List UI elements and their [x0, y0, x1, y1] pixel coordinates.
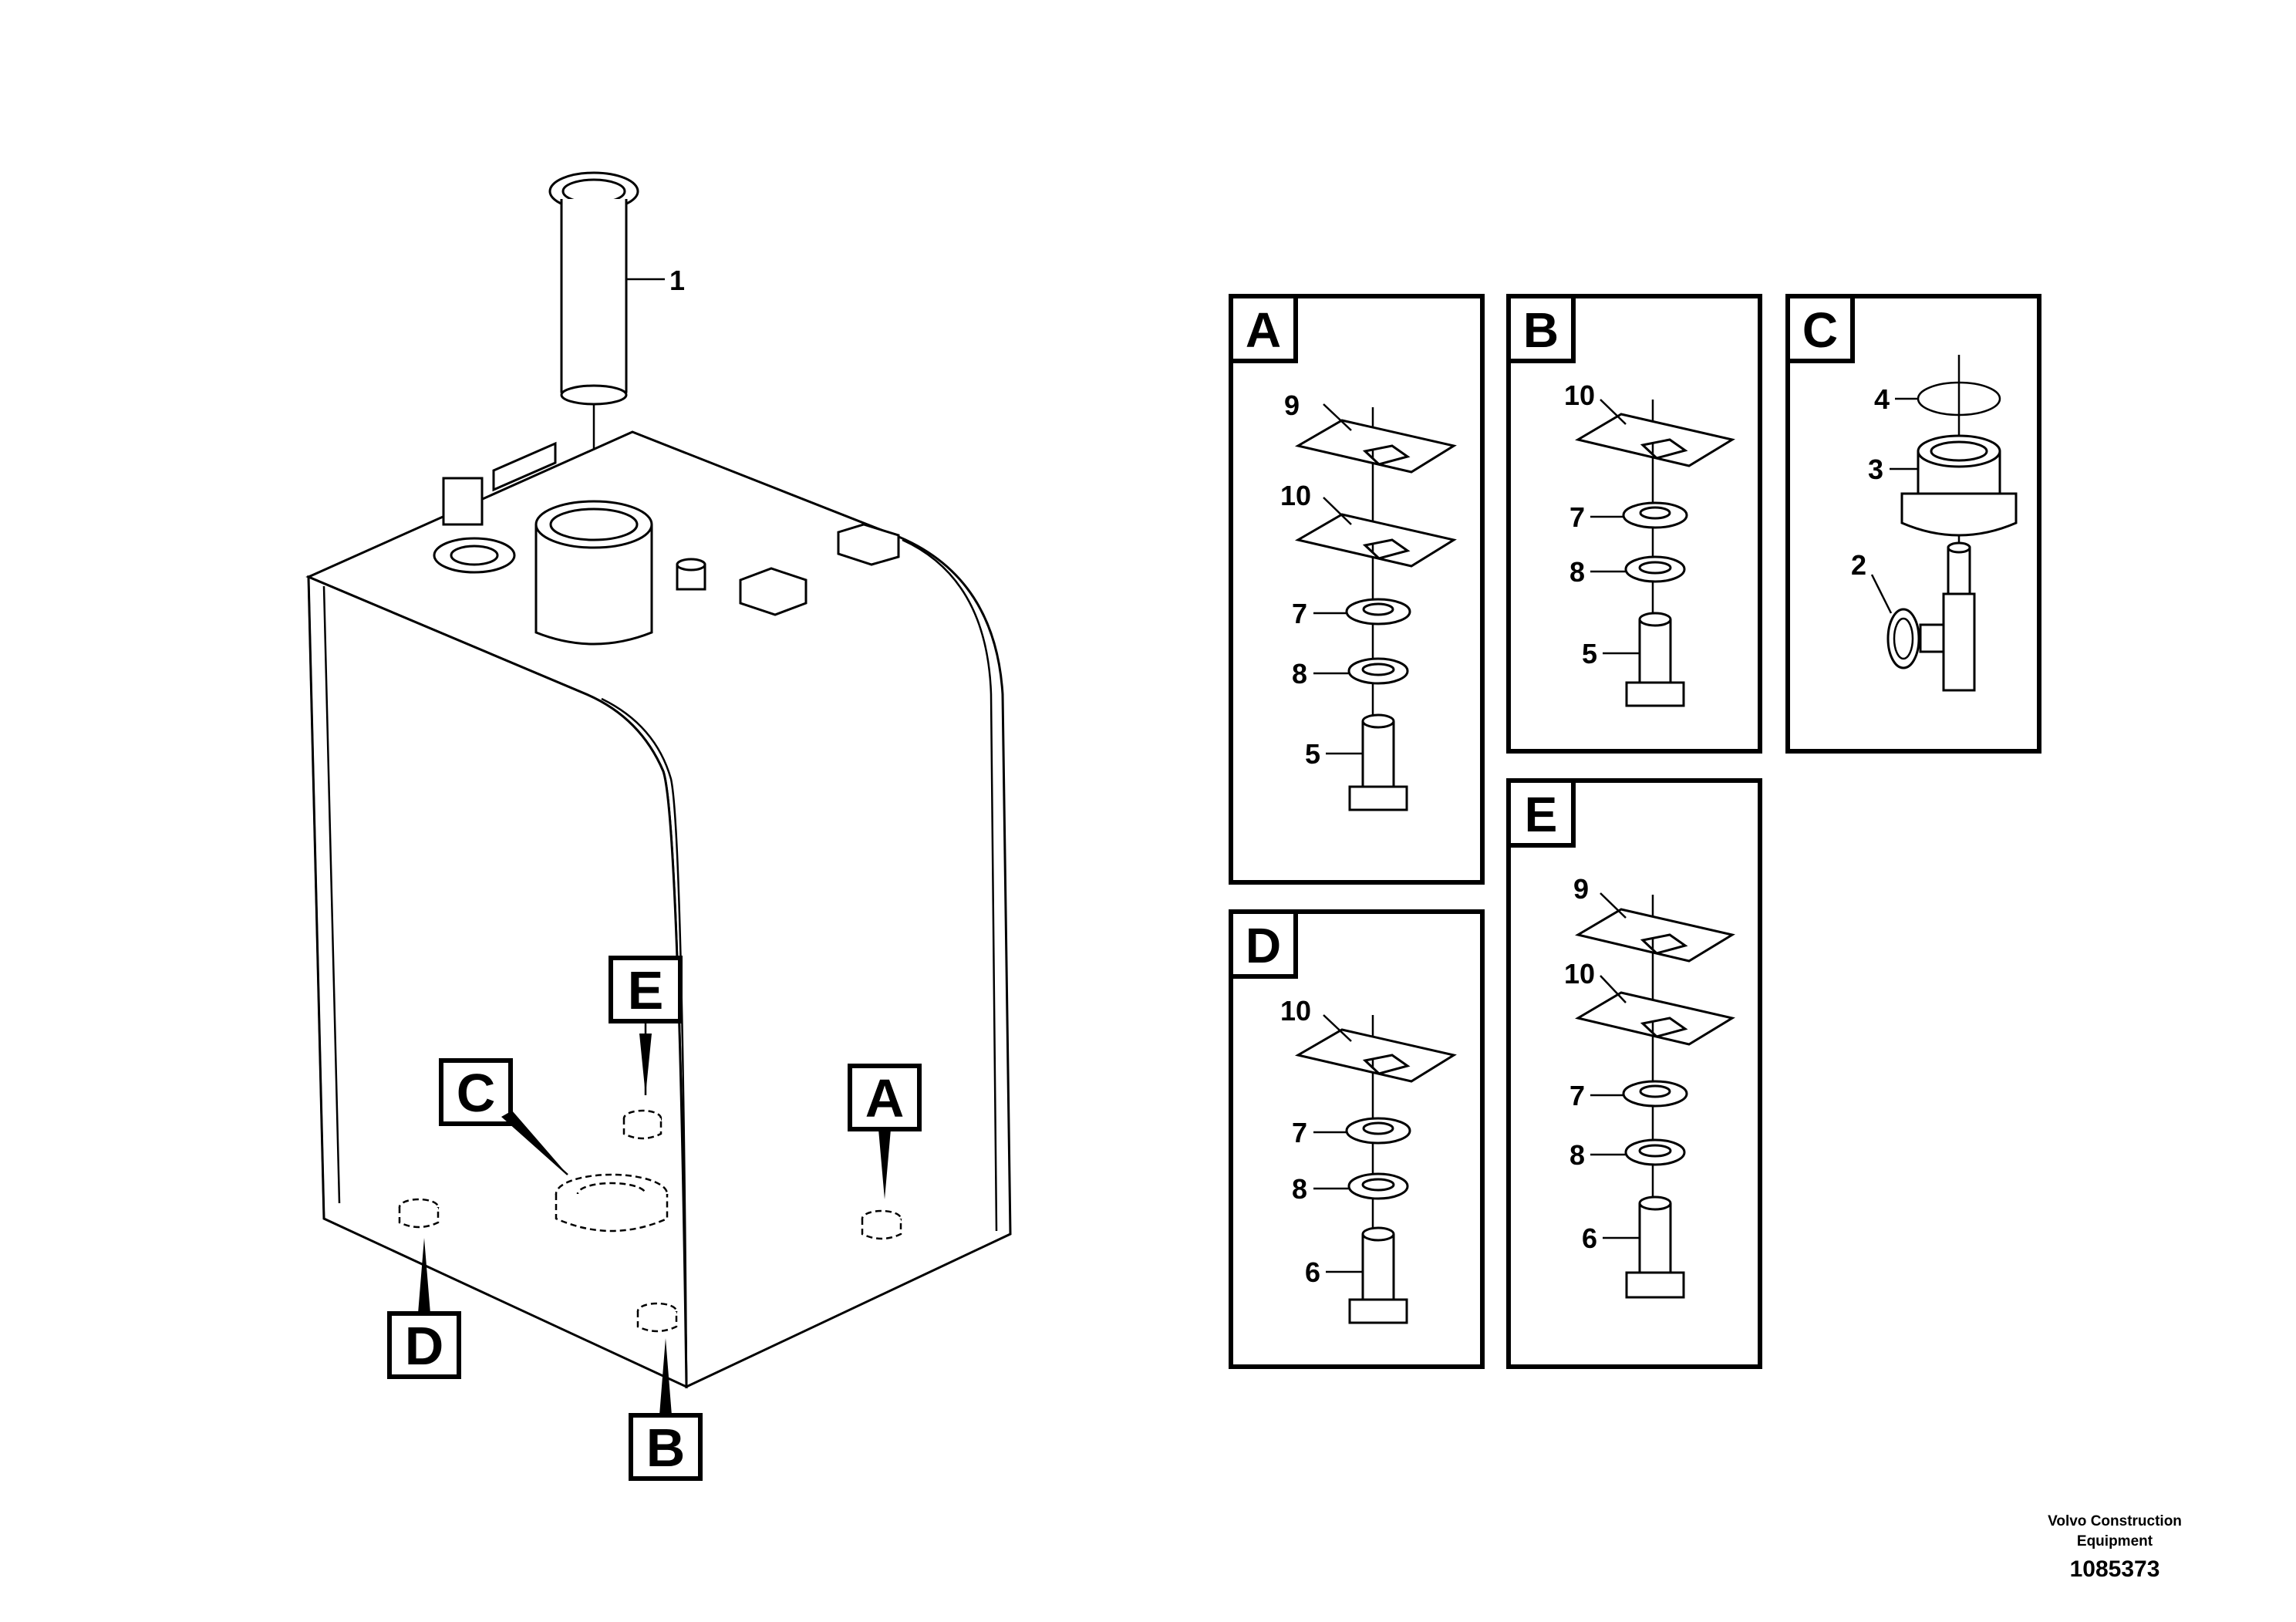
washer-7[interactable] [1345, 598, 1411, 626]
svg-text:5: 5 [1305, 738, 1320, 770]
svg-text:5: 5 [1582, 638, 1597, 669]
svg-text:4: 4 [1874, 383, 1890, 415]
svg-text:6: 6 [1582, 1222, 1597, 1254]
bolt-5[interactable] [1348, 713, 1408, 811]
svg-text:D: D [1246, 918, 1281, 973]
svg-text:7: 7 [1292, 1117, 1307, 1148]
svg-text:B: B [1523, 302, 1559, 358]
bolt-6[interactable] [1348, 1226, 1408, 1324]
adapter-3[interactable] [1900, 434, 2018, 537]
svg-text:10: 10 [1564, 379, 1595, 411]
svg-text:9: 9 [1573, 873, 1589, 905]
shim-9[interactable] [1294, 419, 1457, 474]
washer-7[interactable] [1622, 1080, 1688, 1108]
svg-text:8: 8 [1569, 556, 1585, 588]
label-part-1: 1 [669, 265, 685, 296]
callout-e[interactable]: E [609, 956, 683, 1095]
bolt-5[interactable] [1625, 612, 1685, 707]
svg-text:E: E [628, 960, 664, 1020]
svg-text:E: E [1525, 787, 1558, 842]
svg-text:8: 8 [1569, 1139, 1585, 1171]
callout-d[interactable]: D [387, 1238, 461, 1379]
svg-text:8: 8 [1292, 1173, 1307, 1205]
company-name: Volvo Construction Equipment [2048, 1513, 2182, 1549]
svg-text:7: 7 [1292, 598, 1307, 629]
svg-text:10: 10 [1280, 480, 1311, 511]
svg-text:3: 3 [1868, 454, 1883, 485]
detail-c: C 4 3 2 [1785, 294, 2041, 754]
washer-7[interactable] [1345, 1117, 1411, 1145]
washer-8[interactable] [1624, 1138, 1686, 1166]
callout-c[interactable]: C [439, 1058, 568, 1175]
fitting-a[interactable] [861, 1209, 902, 1240]
washer-7[interactable] [1622, 501, 1688, 529]
fitting-b[interactable] [636, 1302, 678, 1333]
detail-d: D 10 7 8 6 [1229, 909, 1485, 1369]
svg-text:10: 10 [1280, 995, 1311, 1027]
drawing-number: 1085373 [2069, 1556, 2160, 1582]
shim-10[interactable] [1575, 413, 1735, 467]
svg-text:10: 10 [1564, 958, 1595, 990]
shim-10[interactable] [1575, 991, 1735, 1046]
svg-text:A: A [1246, 302, 1281, 358]
bolt-6[interactable] [1625, 1195, 1685, 1299]
svg-text:8: 8 [1292, 658, 1307, 690]
washer-8[interactable] [1624, 555, 1686, 583]
callout-a[interactable]: A [848, 1064, 922, 1199]
detail-a: A 9 10 7 8 5 [1229, 294, 1485, 885]
svg-text:C: C [1802, 302, 1838, 358]
svg-text:7: 7 [1569, 501, 1585, 533]
svg-text:9: 9 [1284, 389, 1300, 421]
svg-text:C: C [457, 1063, 496, 1123]
fitting-d[interactable] [398, 1198, 440, 1229]
callout-b[interactable]: B [629, 1338, 703, 1481]
washer-8[interactable] [1347, 657, 1409, 685]
detail-e: E 9 10 7 8 6 [1506, 778, 1762, 1369]
shim-9[interactable] [1575, 908, 1735, 963]
svg-text:7: 7 [1569, 1080, 1585, 1111]
svg-text:A: A [865, 1068, 905, 1128]
fitting-e[interactable] [622, 1109, 663, 1140]
fitting-c[interactable] [555, 1173, 669, 1233]
svg-text:2: 2 [1851, 549, 1866, 581]
drain-valve-2[interactable] [1886, 541, 1976, 692]
detail-b: B 10 7 8 5 [1506, 294, 1762, 754]
washer-8[interactable] [1347, 1172, 1409, 1200]
svg-text:6: 6 [1305, 1256, 1320, 1288]
svg-text:B: B [646, 1418, 686, 1478]
fuel-tank-view: 1 [305, 171, 1012, 1481]
svg-text:D: D [405, 1316, 444, 1376]
shim-10[interactable] [1294, 1028, 1457, 1083]
tank-body [305, 430, 1012, 1389]
shim-10[interactable] [1294, 513, 1457, 568]
